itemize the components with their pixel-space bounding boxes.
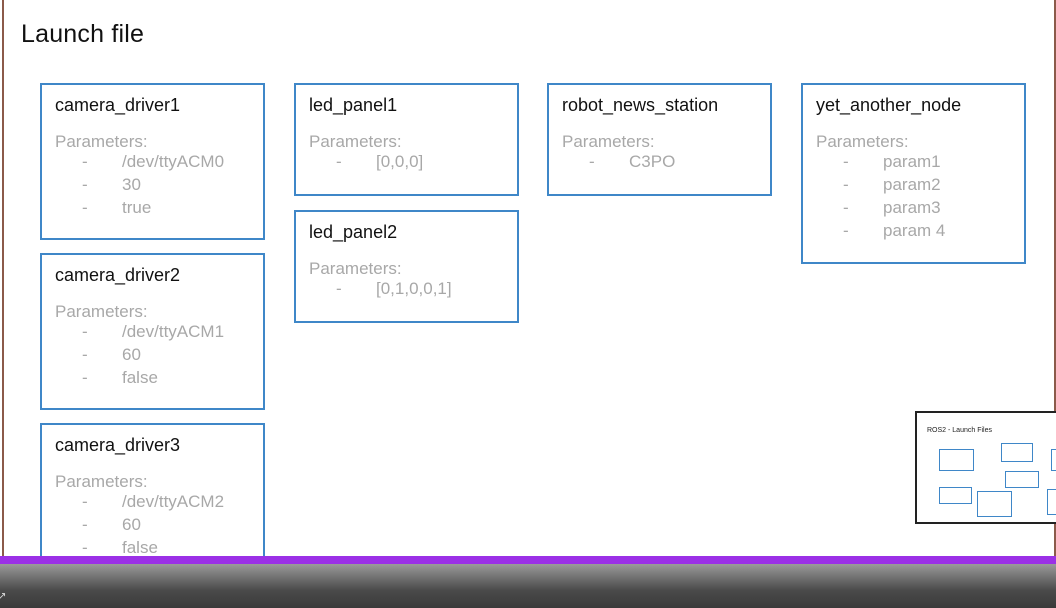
slide-title: Launch file (21, 20, 145, 48)
thumbnail-node-box (1047, 489, 1056, 515)
node-box-yet-another-node: yet_another_node Parameters: -param1 -pa… (801, 83, 1026, 264)
parameter-item: -param1 (843, 152, 941, 171)
parameter-item: -false (82, 538, 158, 557)
node-name: robot_news_station (562, 95, 719, 115)
parameters-label: Parameters: (816, 132, 909, 151)
parameter-item: -true (82, 198, 152, 217)
parameter-item: -60 (82, 515, 141, 534)
node-box-robot-news-station: robot_news_station Parameters: -C3PO (547, 83, 772, 196)
thumbnail-title: ROS2 - Launch Files (927, 427, 992, 434)
parameters-label: Parameters: (55, 472, 148, 491)
parameters-label: Parameters: (562, 132, 655, 151)
parameters-label: Parameters: (55, 302, 148, 321)
resize-handle-icon[interactable]: ↗ (0, 591, 7, 602)
video-controls-bar (0, 564, 1056, 608)
parameter-item: -param 4 (843, 221, 946, 240)
thumbnail-node-box (939, 449, 974, 471)
parameter-item: -/dev/ttyACM1 (82, 322, 225, 341)
parameter-item: -[0,0,0] (336, 152, 424, 171)
parameter-item: -false (82, 368, 158, 387)
node-box-led-panel2: led_panel2 Parameters: -[0,1,0,0,1] (294, 210, 519, 323)
thumbnail-node-box (1051, 449, 1056, 471)
parameter-item: -C3PO (589, 152, 676, 171)
parameters-label: Parameters: (55, 132, 148, 151)
node-name: led_panel1 (309, 95, 398, 115)
thumbnail-node-box (1001, 443, 1033, 462)
node-name: yet_another_node (816, 95, 962, 115)
video-progress-bar[interactable] (0, 556, 1056, 564)
node-name: camera_driver2 (55, 265, 181, 285)
node-box-led-panel1: led_panel1 Parameters: -[0,0,0] (294, 83, 519, 196)
node-name: camera_driver3 (55, 435, 181, 455)
parameter-item: -/dev/ttyACM0 (82, 152, 225, 171)
node-box-camera-driver2: camera_driver2 Parameters: -/dev/ttyACM1… (40, 253, 265, 410)
parameter-item: -30 (82, 175, 141, 194)
node-box-camera-driver1: camera_driver1 Parameters: -/dev/ttyACM0… (40, 83, 265, 240)
parameters-label: Parameters: (309, 259, 402, 278)
parameters-label: Parameters: (309, 132, 402, 151)
node-box-camera-driver3: camera_driver3 Parameters: -/dev/ttyACM2… (40, 423, 265, 580)
video-preview-thumbnail[interactable]: ROS2 - Launch Files (915, 411, 1056, 524)
parameter-item: -/dev/ttyACM2 (82, 492, 225, 511)
thumbnail-node-box (939, 487, 972, 504)
parameter-item: -[0,1,0,0,1] (336, 279, 452, 298)
parameter-item: -param3 (843, 198, 941, 217)
parameter-item: -60 (82, 345, 141, 364)
node-name: camera_driver1 (55, 95, 181, 115)
thumbnail-node-box (977, 491, 1012, 517)
thumbnail-node-box (1005, 471, 1039, 488)
parameter-item: -param2 (843, 175, 941, 194)
node-name: led_panel2 (309, 222, 398, 242)
